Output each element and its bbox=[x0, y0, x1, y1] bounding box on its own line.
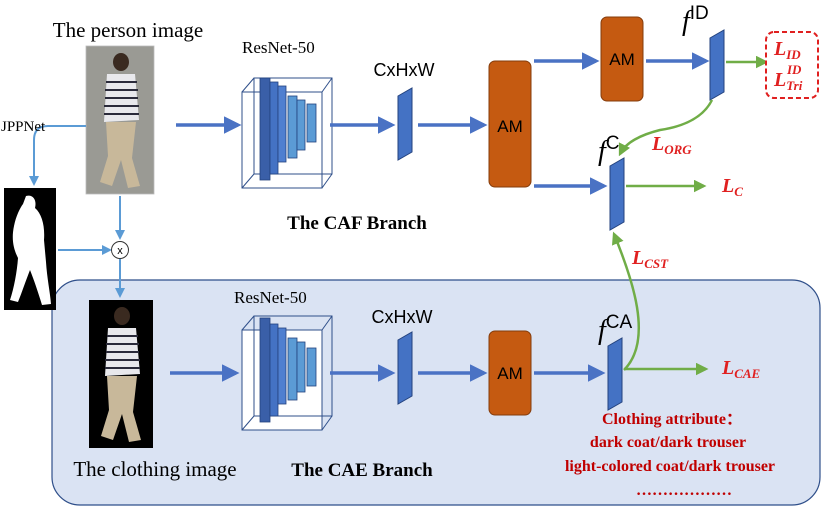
f-id-label: fID bbox=[682, 3, 709, 37]
cxhxw-bottom-label: CxHxW bbox=[372, 307, 433, 327]
resnet-top-label: ResNet-50 bbox=[242, 38, 315, 57]
clothing-image-label: The clothing image bbox=[73, 457, 236, 481]
cae-branch-label: The CAE Branch bbox=[291, 460, 433, 481]
caf-branch-label: The CAF Branch bbox=[287, 213, 427, 234]
am-block-bottom bbox=[488, 330, 532, 416]
arrow-jppnet-to-mask bbox=[29, 125, 86, 186]
clothing-attribute-item: dark coat/dark trouser bbox=[590, 434, 746, 451]
clothing-attribute-item: light-colored coat/dark trouser bbox=[565, 458, 775, 475]
feature-f-c bbox=[609, 157, 625, 231]
feature-f-id bbox=[709, 29, 725, 101]
multiply-node bbox=[111, 241, 129, 259]
resnet-bottom-label: ResNet-50 bbox=[234, 288, 307, 307]
arrow-cst-constraint bbox=[612, 231, 640, 371]
am-bottom-label: AM bbox=[497, 364, 523, 383]
am-id-label: AM bbox=[609, 50, 635, 69]
am-main-label: AM bbox=[497, 117, 523, 136]
loss-id: LID bbox=[773, 38, 801, 62]
jppnet-label: JPPNet bbox=[1, 119, 46, 135]
resnet-block-bottom bbox=[241, 315, 333, 431]
loss-cae: LCAE bbox=[721, 357, 761, 381]
mask-image bbox=[4, 188, 56, 310]
feature-map-bottom bbox=[397, 331, 413, 405]
cxhxw-top-label: CxHxW bbox=[374, 60, 435, 80]
clothing-attribute-title: Clothing attribute： bbox=[602, 411, 742, 428]
person-image-label: The person image bbox=[53, 18, 203, 42]
multiply-symbol: x bbox=[117, 245, 123, 257]
loss-cst: LCST bbox=[631, 247, 669, 271]
am-block-id bbox=[600, 16, 644, 102]
loss-tri: LTriID bbox=[773, 62, 803, 93]
am-block-main bbox=[488, 60, 532, 188]
arrow-org-constraint bbox=[618, 99, 714, 157]
loss-c: LC bbox=[721, 175, 743, 199]
clothing-attribute-ellipsis: ……………… bbox=[636, 482, 732, 499]
person-image bbox=[85, 45, 155, 195]
resnet-block-top bbox=[241, 77, 333, 189]
f-ca-label: fCA bbox=[598, 312, 633, 346]
id-loss-box bbox=[765, 31, 819, 99]
feature-f-ca bbox=[607, 337, 623, 411]
clothing-image bbox=[89, 300, 153, 448]
f-c-label: fC bbox=[598, 133, 620, 167]
loss-org: LORG bbox=[651, 133, 692, 157]
feature-map-top bbox=[397, 87, 413, 161]
